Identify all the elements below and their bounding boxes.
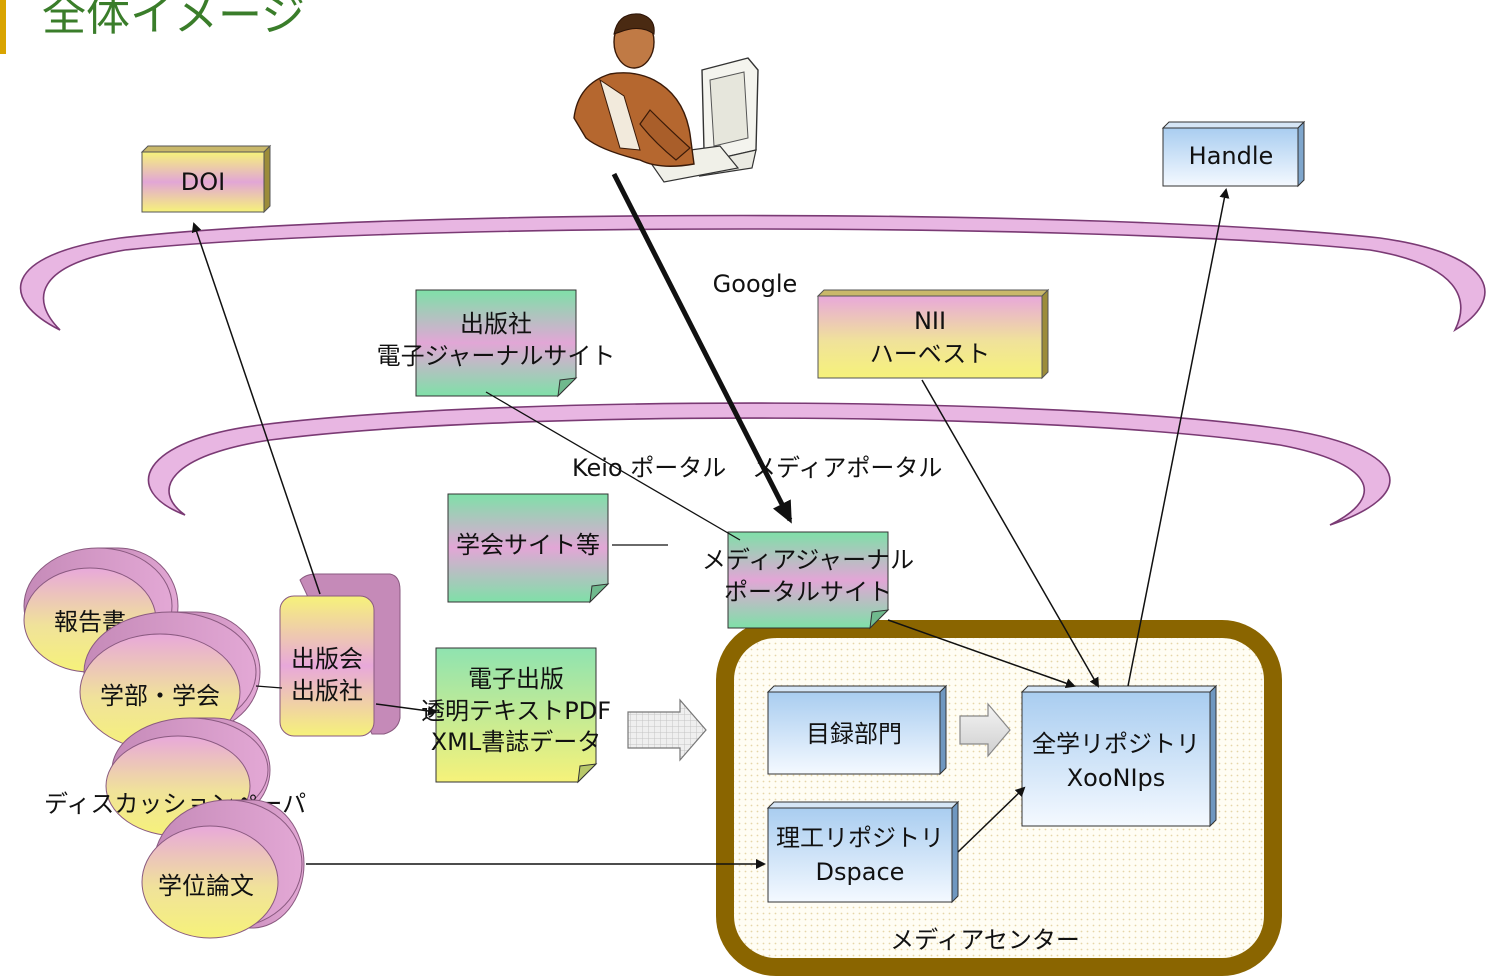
e-publishing-label-1: 電子出版 <box>468 665 564 693</box>
connectors <box>191 172 1230 869</box>
handle-box[interactable]: Handle <box>1161 120 1306 188</box>
block-arrow-catalog-to-repo <box>959 702 1011 758</box>
society-site-label: 学会サイト等 <box>456 531 600 559</box>
university-press-label-2: 出版社 <box>291 677 363 705</box>
thesis-label: 学位論文 <box>158 872 254 900</box>
university-repository-label-2: XooNIps <box>1067 764 1166 792</box>
arrow-press-to-epub <box>375 703 438 716</box>
e-publishing-label-2: 透明テキストPDF <box>421 697 611 725</box>
doi-label: DOI <box>181 168 225 196</box>
line-publisher-site-to-media-journal <box>485 391 741 541</box>
university-press-box[interactable]: 出版会 出版社 <box>279 573 401 737</box>
handle-label: Handle <box>1189 142 1274 170</box>
catalog-department-label: 目録部門 <box>806 720 902 748</box>
media-portal-label: メディアポータル <box>752 454 942 482</box>
arrow-nii-to-repo <box>921 379 1099 688</box>
nii-label-1: NII <box>914 307 946 335</box>
person-at-computer-icon <box>573 13 759 183</box>
publisher-site-label-2: 電子ジャーナルサイト <box>377 342 616 370</box>
arrow-repo-to-handle <box>1127 188 1230 687</box>
inner-ring <box>147 402 1391 526</box>
line-faculty-to-press <box>255 685 283 689</box>
catalog-department-box[interactable]: 目録部門 <box>766 684 948 776</box>
media-journal-label-1: メディアジャーナル <box>702 546 914 574</box>
publisher-journal-site-note[interactable]: 出版社 電子ジャーナルサイト <box>377 289 616 398</box>
google-label: Google <box>713 270 798 298</box>
arrow-press-to-doi <box>191 222 321 595</box>
e-publishing-label-3: XML書誌データ <box>431 728 602 756</box>
page-title: 全体イメージ <box>42 0 305 41</box>
arrow-user-to-media-journal <box>611 172 793 524</box>
arrow-media-journal-to-repo <box>887 619 1076 689</box>
doi-box[interactable]: DOI <box>140 144 272 214</box>
arrow-scitech-to-repo <box>957 786 1026 853</box>
university-repository-label-1: 全学リポジトリ <box>1032 730 1200 758</box>
e-publishing-note[interactable]: 電子出版 透明テキストPDF XML書誌データ <box>421 647 611 784</box>
nii-harvest-box[interactable]: NII ハーベスト <box>816 288 1050 380</box>
scitech-repository-box[interactable]: 理工リポジトリ Dspace <box>766 800 960 904</box>
university-repository-box[interactable]: 全学リポジトリ XooNIps <box>1020 684 1218 828</box>
faculty-society-label: 学部・学会 <box>100 682 220 710</box>
scitech-repository-label-2: Dspace <box>816 858 905 886</box>
thesis-cylinder[interactable]: 学位論文 <box>141 799 305 939</box>
publisher-site-label-1: 出版社 <box>460 310 532 338</box>
nii-label-2: ハーベスト <box>870 340 990 368</box>
media-journal-label-2: ポータルサイト <box>724 578 892 606</box>
university-press-label-1: 出版会 <box>291 645 363 673</box>
media-journal-portal-note[interactable]: メディアジャーナル ポータルサイト <box>702 531 914 630</box>
keio-portal-label: Keio ポータル <box>572 454 726 482</box>
society-site-note[interactable]: 学会サイト等 <box>447 493 610 604</box>
media-center-label: メディアセンター <box>890 926 1080 954</box>
scitech-repository-label-1: 理工リポジトリ <box>776 824 944 852</box>
title-accent-bar <box>0 0 6 54</box>
outer-ring <box>19 214 1486 333</box>
block-arrow-to-media-center <box>627 698 707 762</box>
